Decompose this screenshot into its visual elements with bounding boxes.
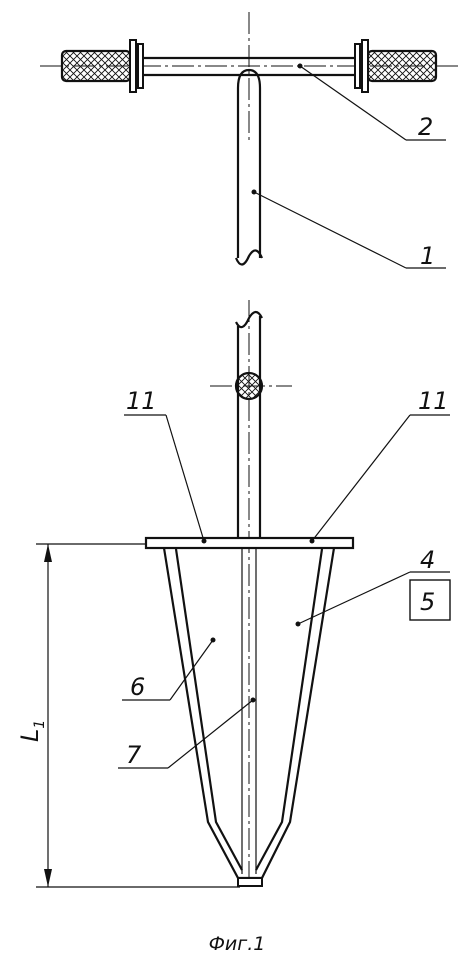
rod-lower-section: [210, 310, 292, 540]
label-2: 2: [297, 63, 446, 141]
dimension-l1: L1: [16, 543, 240, 888]
dimension-arrow-bottom: [44, 869, 52, 887]
rod-upper-section: [234, 68, 264, 266]
label-4-5: 4 5: [295, 546, 451, 627]
conical-blade: [162, 547, 336, 887]
rod-upper-outline: [236, 68, 262, 258]
dimension-arrow-top: [44, 544, 52, 562]
flange-plate: [144, 536, 355, 550]
part-number-11-left: 11: [126, 387, 157, 415]
left-knurled-grip: [60, 49, 132, 83]
leader-line-11-left: [165, 414, 205, 542]
right-washer-outer: [361, 39, 369, 93]
leader-line-1: [253, 191, 407, 269]
part-number-5-box: [409, 579, 451, 621]
part-number-11-right: 11: [418, 387, 449, 415]
blade-tip: [237, 877, 263, 887]
part-number-5: 5: [420, 588, 435, 616]
blade-inner-left-edge: [174, 548, 243, 871]
leader-line-7: [167, 699, 254, 769]
part-number-2: 2: [418, 113, 433, 141]
label-11-left: 11: [124, 387, 207, 544]
right-washer-inner: [354, 43, 361, 89]
rod-lower-break: [235, 310, 263, 329]
part-number-4: 4: [420, 546, 435, 574]
left-washer-outer: [129, 39, 137, 93]
label-1: 1: [251, 189, 446, 270]
left-washer-inner: [137, 43, 144, 89]
right-knurled-grip: [366, 49, 438, 83]
part-number-1: 1: [420, 242, 435, 270]
figure-caption: Фиг.1: [209, 933, 266, 955]
rod-upper-break: [234, 249, 264, 266]
leader-line-2: [299, 65, 407, 141]
leader-line-11-right: [311, 414, 411, 542]
leader-line-6: [169, 639, 214, 701]
blade-inner-right-edge: [255, 548, 324, 871]
t-handle: [40, 39, 460, 93]
label-11-right: 11: [309, 387, 450, 544]
part-number-6: 6: [130, 673, 145, 701]
label-6: 6: [122, 637, 216, 701]
label-7: 7: [118, 697, 256, 769]
leader-line-4: [297, 571, 411, 625]
part-number-7: 7: [126, 741, 142, 769]
dimension-label: L1: [16, 720, 48, 742]
